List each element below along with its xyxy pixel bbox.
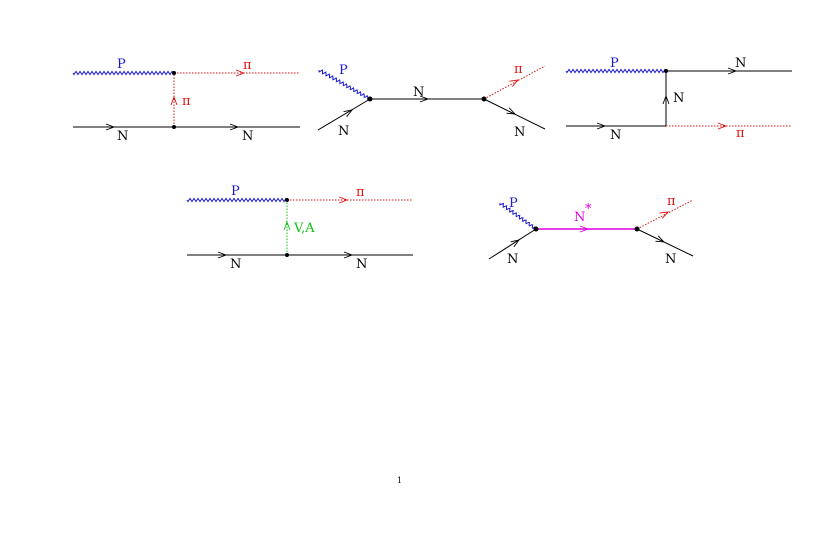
- diagram-pion-exchange: P π π N N: [72, 57, 300, 144]
- exchanged-pion-label: π: [182, 94, 191, 109]
- nucleon-out-label: N: [735, 56, 746, 71]
- pion-label: π: [243, 58, 252, 73]
- diagram-resonance: P N N * π N: [488, 194, 694, 267]
- outgoing-pion-line: [483, 65, 546, 100]
- nucleon-out-label: N: [514, 125, 525, 140]
- pion-arrow: [338, 196, 349, 204]
- pion-arrow: [235, 69, 246, 77]
- nucleon-in-label: N: [230, 257, 241, 272]
- photon-line: [565, 68, 667, 74]
- resonance-arrow: [579, 225, 590, 233]
- resonance-superscript: *: [585, 202, 592, 217]
- nucleon-in-label: N: [117, 129, 128, 144]
- nucleon-out-arrow: [655, 235, 666, 243]
- vertex-bottom: [285, 253, 289, 257]
- vertex-top: [172, 71, 176, 75]
- nucleon-out-label: N: [242, 129, 253, 144]
- vertex-left: [533, 226, 539, 232]
- current-label: V,A: [293, 221, 315, 236]
- photon-line: [318, 69, 371, 100]
- vertex-top: [664, 69, 668, 73]
- outgoing-pion-line: [636, 199, 694, 230]
- photon-label: P: [231, 184, 240, 199]
- diagram-s-channel-nucleon: P N N π N: [317, 62, 546, 140]
- intermediate-nucleon-arrow: [662, 94, 670, 105]
- diagram-u-channel-nucleon: P N N N π: [565, 56, 792, 143]
- vertex-right: [634, 226, 640, 232]
- pion-label: π: [736, 126, 745, 141]
- nucleon-out-arrow: [727, 67, 738, 75]
- pion-label: π: [356, 185, 365, 200]
- pion-arrow: [659, 211, 670, 219]
- photon-line: [186, 197, 288, 203]
- nucleon-out-label: N: [665, 252, 676, 267]
- intermediate-nucleon-label: N: [413, 85, 424, 100]
- pion-label: π: [514, 62, 523, 77]
- current-arrow: [283, 220, 291, 231]
- pion-arrow: [717, 122, 728, 130]
- nucleon-in-line: [317, 98, 371, 131]
- page-number: 1: [397, 476, 402, 485]
- vertex-bottom: [172, 125, 176, 129]
- nucleon-out-arrow: [343, 251, 354, 259]
- diagram-current-exchange: P π V,A N N: [186, 184, 413, 272]
- nucleon-in-arrow: [510, 239, 521, 248]
- nucleon-out-label: N: [356, 257, 367, 272]
- photon-label: P: [339, 63, 348, 78]
- intermediate-nucleon-arrow: [419, 95, 430, 103]
- nucleon-in-label: N: [610, 128, 621, 143]
- vertex-right: [481, 96, 487, 102]
- vertex-top: [285, 198, 289, 202]
- nucleon-in-line: [488, 228, 537, 260]
- nucleon-out-arrow: [229, 123, 240, 131]
- vertex-left: [367, 96, 373, 102]
- pion-arrow: [509, 79, 520, 87]
- nucleon-out-arrow: [506, 107, 517, 115]
- nucleon-in-label: N: [507, 252, 518, 267]
- nucleon-in-arrow: [105, 123, 116, 131]
- exchanged-pion-arrow: [170, 95, 178, 106]
- nucleon-in-label: N: [338, 124, 349, 139]
- photon-label: P: [610, 56, 619, 71]
- nucleon-in-arrow: [217, 251, 228, 259]
- nucleon-in-arrow: [343, 109, 354, 117]
- photon-line: [499, 202, 537, 230]
- photon-line: [72, 70, 175, 76]
- photon-label: P: [509, 196, 518, 211]
- resonance-label: N: [574, 210, 585, 225]
- photon-label: P: [117, 57, 126, 72]
- intermediate-nucleon-label: N: [673, 91, 684, 106]
- pion-label: π: [667, 194, 676, 209]
- nucleon-in-arrow: [596, 122, 607, 130]
